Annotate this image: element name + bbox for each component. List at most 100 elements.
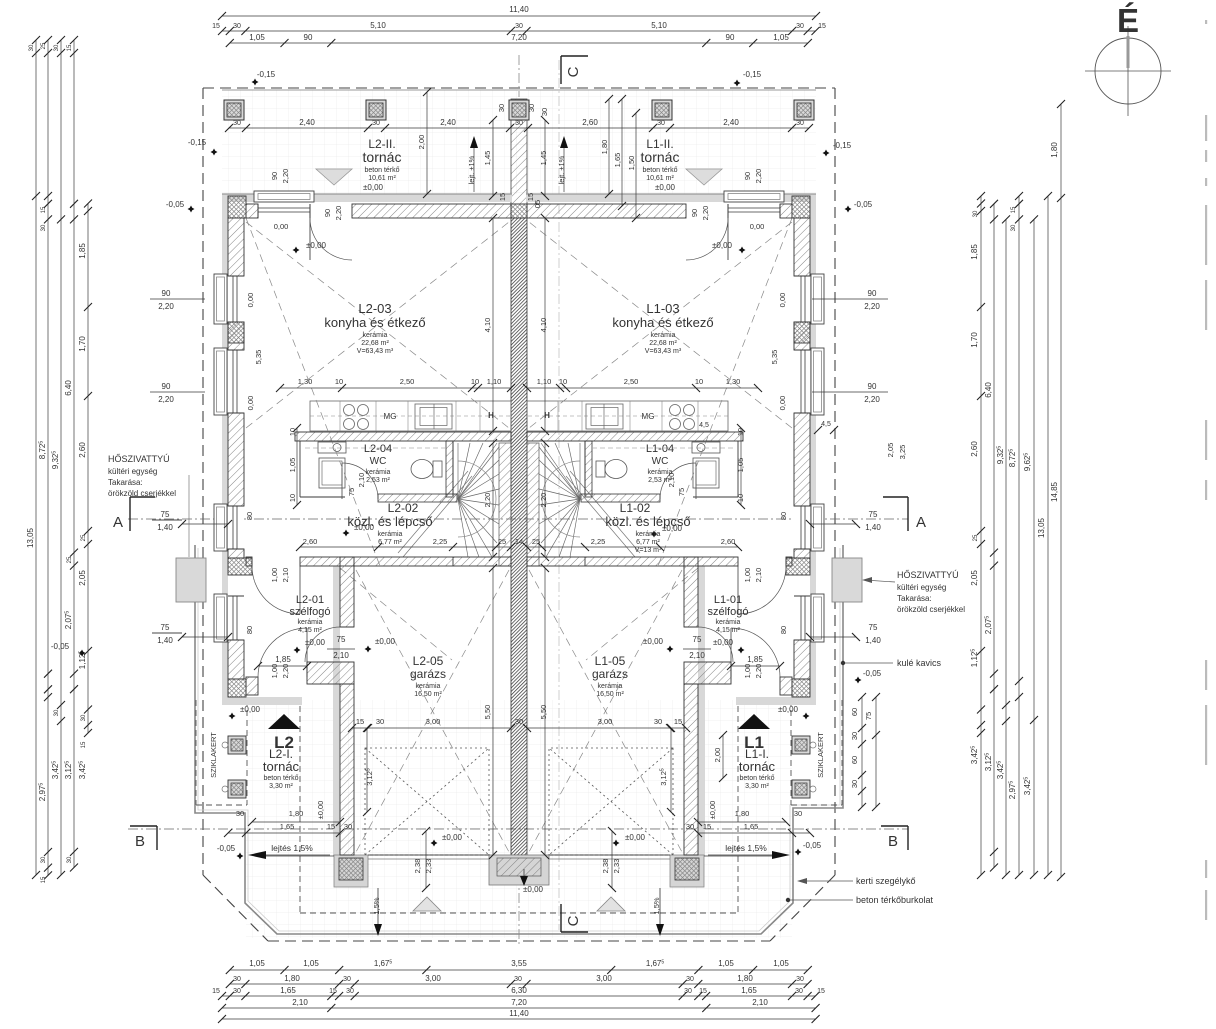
svg-text:2,10: 2,10 [754, 568, 763, 583]
svg-text:3,125: 3,125 [365, 768, 374, 786]
svg-text:15: 15 [526, 193, 535, 201]
svg-text:beton térkő: beton térkő [263, 775, 298, 782]
svg-text:2,00: 2,00 [417, 135, 426, 150]
svg-text:1,45: 1,45 [539, 151, 548, 166]
svg-text:30: 30 [41, 224, 47, 231]
svg-text:30: 30 [515, 717, 523, 726]
svg-text:3,425: 3,425 [78, 761, 87, 780]
svg-text:L2-II.: L2-II. [368, 137, 395, 151]
svg-text:kerámia: kerámia [298, 619, 323, 626]
svg-text:C: C [565, 915, 582, 926]
svg-text:3,425: 3,425 [51, 761, 60, 780]
svg-text:90: 90 [323, 209, 332, 217]
svg-text:±0,00: ±0,00 [712, 241, 733, 250]
svg-text:30: 30 [54, 709, 60, 716]
svg-text:1,675: 1,675 [646, 959, 665, 968]
svg-text:5,10: 5,10 [370, 21, 386, 30]
svg-text:2,10: 2,10 [333, 651, 349, 660]
svg-text:1,50: 1,50 [627, 156, 636, 171]
svg-text:lejt. ±1%: lejt. ±1% [467, 155, 476, 184]
svg-text:0,00: 0,00 [246, 396, 255, 411]
svg-text:2,50: 2,50 [624, 377, 639, 386]
svg-text:1,00: 1,00 [270, 664, 279, 679]
svg-text:±0,00: ±0,00 [316, 801, 325, 820]
svg-text:75: 75 [337, 635, 346, 644]
svg-text:2,20: 2,20 [864, 302, 880, 311]
svg-text:2,60: 2,60 [303, 537, 318, 546]
svg-text:kerámia: kerámia [716, 619, 741, 626]
svg-text:1,65: 1,65 [280, 986, 296, 995]
svg-text:1,80: 1,80 [284, 974, 300, 983]
svg-text:tornác: tornác [363, 149, 402, 165]
svg-text:05: 05 [533, 200, 542, 208]
svg-text:kerámia: kerámia [378, 531, 403, 538]
svg-text:15: 15 [212, 23, 220, 30]
svg-text:3,25: 3,25 [898, 445, 907, 460]
svg-text:közl. és lépcső: közl. és lépcső [605, 514, 690, 529]
svg-text:15: 15 [817, 988, 825, 995]
svg-text:10: 10 [736, 494, 745, 502]
svg-text:beton térkő: beton térkő [364, 167, 399, 174]
svg-text:15: 15 [498, 193, 507, 201]
svg-text:2,20: 2,20 [158, 302, 174, 311]
svg-text:30: 30 [657, 120, 665, 127]
svg-text:1,675: 1,675 [374, 959, 393, 968]
svg-text:1,65: 1,65 [613, 153, 622, 168]
svg-text:75: 75 [677, 488, 686, 496]
svg-text:10: 10 [288, 428, 297, 436]
svg-text:1,05: 1,05 [718, 959, 734, 968]
svg-text:örökzöld cserjékkel: örökzöld cserjékkel [108, 489, 176, 498]
svg-text:30: 30 [67, 856, 73, 863]
svg-text:30: 30 [515, 23, 523, 30]
svg-text:2,25: 2,25 [591, 537, 606, 546]
svg-text:L1: L1 [744, 733, 764, 752]
svg-text:75: 75 [161, 623, 170, 632]
svg-text:±0,00: ±0,00 [655, 183, 676, 192]
svg-text:±0,00: ±0,00 [523, 885, 544, 894]
svg-text:30: 30 [686, 976, 694, 983]
svg-text:0,00: 0,00 [274, 222, 289, 231]
svg-text:4,10: 4,10 [483, 318, 492, 333]
svg-text:kerámia: kerámia [636, 531, 661, 538]
svg-text:1,65: 1,65 [744, 822, 759, 831]
svg-text:2,10: 2,10 [667, 473, 676, 488]
svg-text:B: B [888, 833, 898, 850]
svg-text:25: 25 [532, 537, 540, 546]
svg-text:10: 10 [736, 428, 745, 436]
svg-text:2,05: 2,05 [886, 443, 895, 458]
svg-text:90: 90 [868, 289, 877, 298]
svg-text:1,85: 1,85 [78, 243, 87, 259]
svg-text:1,85: 1,85 [275, 655, 291, 664]
svg-text:2,975: 2,975 [1008, 781, 1017, 800]
svg-text:8,725: 8,725 [1008, 449, 1017, 468]
svg-text:2,40: 2,40 [723, 118, 739, 127]
svg-text:0,00: 0,00 [778, 396, 787, 411]
svg-text:1,40: 1,40 [865, 636, 881, 645]
svg-text:-0,15: -0,15 [833, 141, 852, 150]
svg-text:3,55: 3,55 [511, 959, 527, 968]
svg-text:SZIKLAKERT: SZIKLAKERT [816, 732, 825, 778]
svg-text:14: 14 [515, 537, 523, 546]
svg-text:1,05: 1,05 [288, 458, 297, 473]
svg-text:±0,00: ±0,00 [713, 638, 734, 647]
svg-text:90: 90 [162, 289, 171, 298]
svg-text:±0,00: ±0,00 [306, 241, 327, 250]
svg-text:90: 90 [690, 209, 699, 217]
svg-text:30: 30 [850, 780, 859, 788]
svg-text:2,20: 2,20 [864, 395, 880, 404]
svg-text:2,20: 2,20 [754, 664, 763, 679]
svg-text:11,40: 11,40 [509, 1009, 529, 1018]
svg-text:1,00: 1,00 [743, 568, 752, 583]
svg-text:5,50: 5,50 [539, 705, 548, 720]
svg-text:3,00: 3,00 [596, 974, 612, 983]
svg-text:L1-04: L1-04 [646, 443, 674, 455]
svg-text:30: 30 [233, 976, 241, 983]
svg-text:±0,00: ±0,00 [375, 637, 396, 646]
svg-text:1,00: 1,00 [270, 568, 279, 583]
svg-text:4,5: 4,5 [699, 422, 709, 429]
svg-text:2,40: 2,40 [440, 118, 456, 127]
svg-text:30: 30 [233, 120, 241, 127]
svg-text:1,80: 1,80 [737, 974, 753, 983]
svg-text:±0,00: ±0,00 [662, 524, 683, 533]
svg-text:lejt. ±1%: lejt. ±1% [557, 155, 566, 184]
